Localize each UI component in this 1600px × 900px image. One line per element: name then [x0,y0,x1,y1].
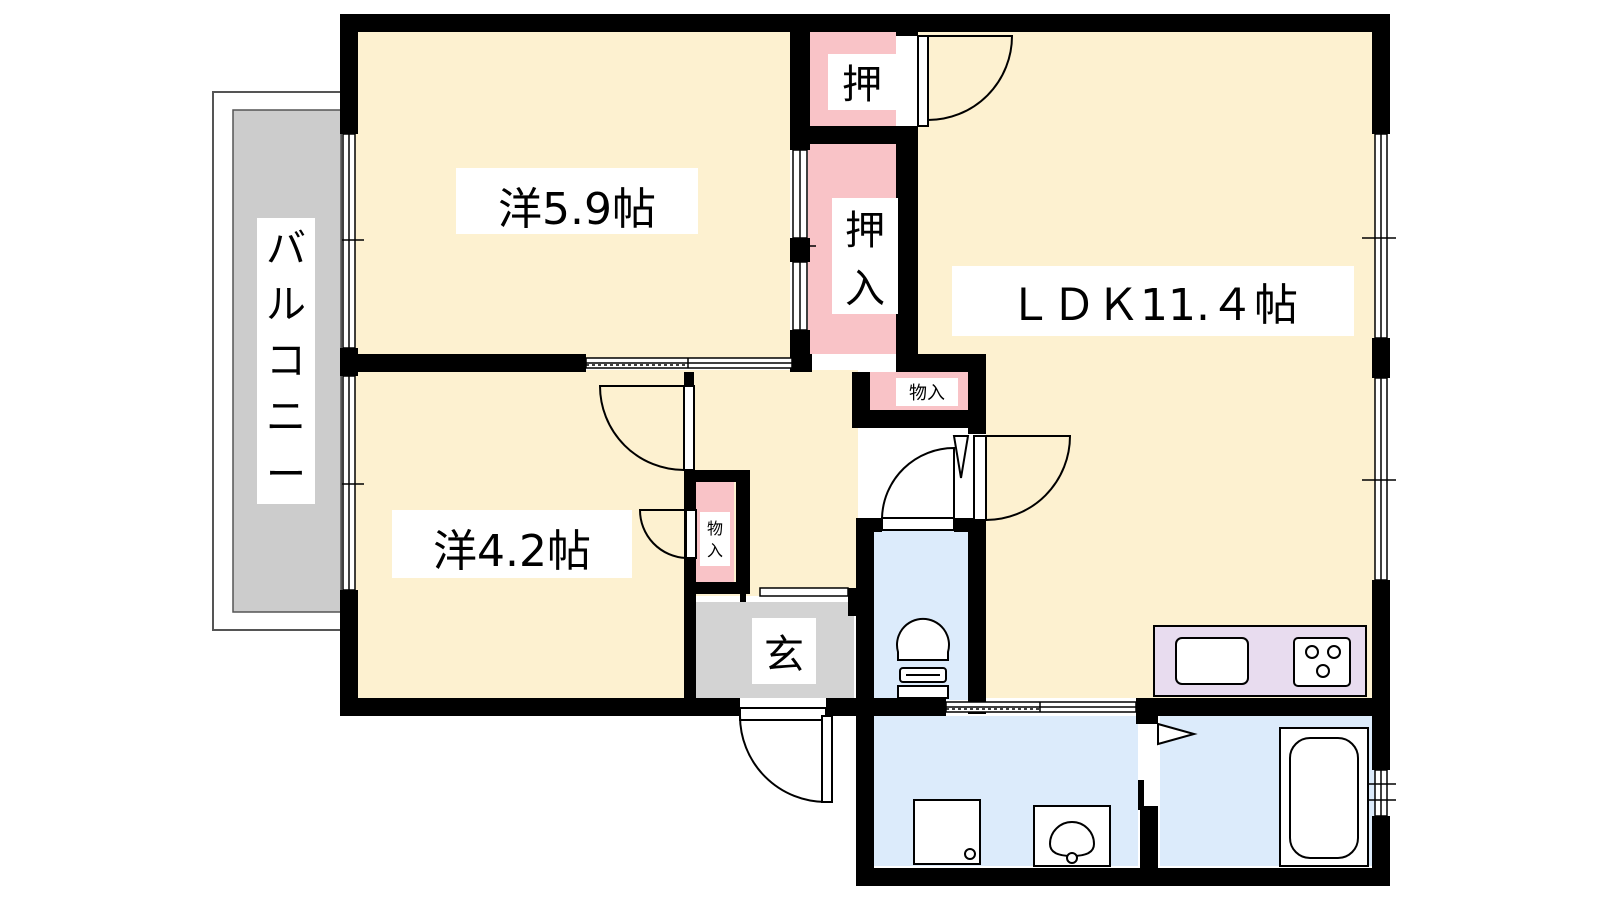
balcony-label-4: ニ [266,394,306,440]
label-storage-small-2: 入 [707,541,723,560]
windows [342,133,1396,817]
bathtub-icon [1279,727,1369,867]
label-closet-top: 押 [842,62,882,108]
label-ldk: ＬＤＫ11.４帖 [1008,280,1298,331]
window-icon [342,375,364,591]
room-fills [348,30,1382,866]
label-backgrounds [392,54,1354,684]
sliding-door-icon [945,701,1137,713]
window-icon [1362,377,1396,581]
window-icon [342,133,364,349]
room-labels: 洋5.9帖 洋4.2帖 ＬＤＫ11.４帖 押 押 入 物入 物 入 玄 [433,62,1298,678]
door-swing-icon [598,385,695,471]
ldk-room [918,30,1382,698]
balcony-label-5: ー [266,452,306,498]
stove-icon [1293,637,1351,687]
door-swing-icon [917,35,1014,127]
balcony-label-2: ル [266,282,306,328]
label-closet-mid-1: 押 [845,208,885,254]
washbasin-icon [1033,805,1111,867]
window-icon [1362,133,1396,339]
walls [340,14,1390,886]
label-storage-hall: 物入 [909,383,945,404]
sliding-door-icon [792,149,816,331]
label-western-room-b: 洋4.2帖 [433,526,591,577]
door-swing-icon [973,435,1072,521]
balcony: バ ル コ ニ ー [212,91,342,631]
label-western-room-a: 洋5.9帖 [498,184,656,235]
doors [598,35,1198,804]
door-swing-icon [881,446,955,531]
label-entrance: 玄 [764,632,804,678]
balcony-label-1: バ [266,226,306,272]
sliding-door-icon [585,357,793,369]
door-swing-icon [739,707,833,804]
sink-icon [1175,637,1249,685]
door-swing-icon [638,509,697,559]
toilet-icon [896,617,950,699]
label-closet-mid-2: 入 [845,266,885,312]
balcony-label-3: コ [266,338,306,384]
fixtures [896,617,1369,867]
label-storage-small-1: 物 [707,519,723,538]
washing-machine-icon [913,799,981,865]
